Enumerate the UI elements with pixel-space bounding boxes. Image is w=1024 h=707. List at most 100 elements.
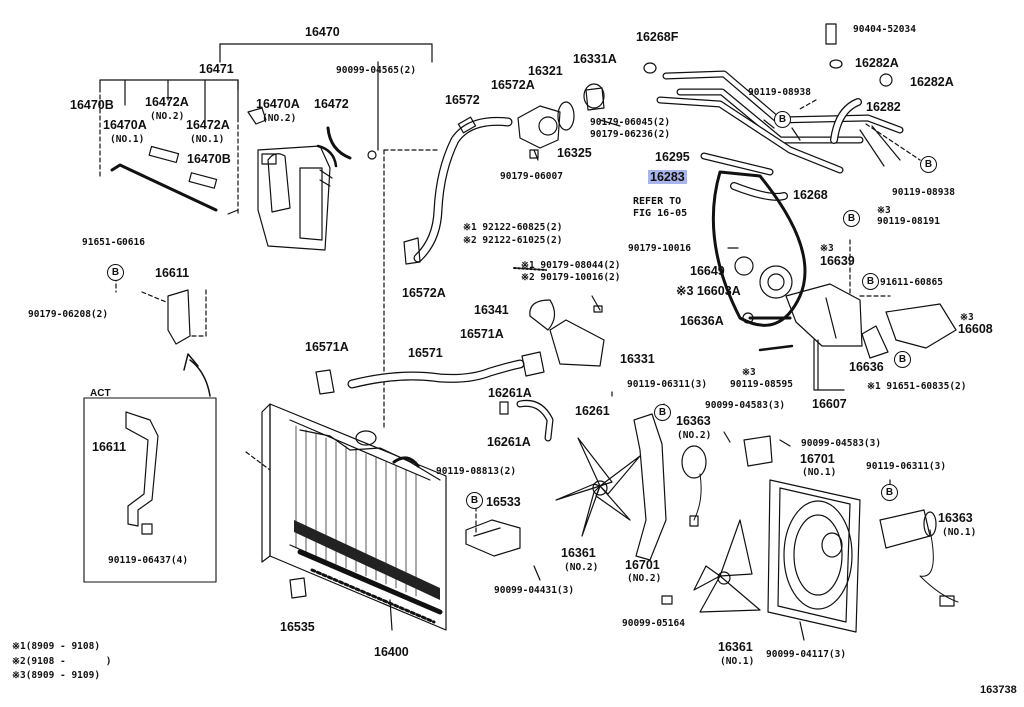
label-91651-G0616: 91651-G0616 [82,237,145,248]
label-16611-b: 16611 [92,440,127,454]
label-16470B-b: 16470B [187,152,231,166]
label-90099-04583-a: 90099-04583(3) [705,400,786,411]
label-16321: 16321 [528,64,563,78]
legend-text: (8909 - 9109) [25,670,101,681]
lower-hose-group [315,267,605,442]
label-90119-06311-b: 90119-06311(3) [866,461,947,472]
label-16639-mark: ※3 [820,243,834,254]
label-16603A: ※3 16603A [676,284,741,298]
label-16470A-b-sub: (NO.2) [262,113,297,124]
label-16701-b: 16701 [625,558,660,572]
act-box-label: ACT [90,388,111,399]
label-16571A-b: 16571A [460,327,504,341]
label-16363-a-sub: (NO.2) [677,430,712,441]
label-16470A-a-sub: (NO.1) [110,134,145,145]
ref-badge: B [881,484,898,501]
bracket-16533 [465,499,521,557]
refer-note-line2: FIG 16-05 [633,208,688,219]
label-90099-04431: 90099-04431(3) [494,585,575,596]
label-16470A-b: 16470A [256,97,300,111]
label-16533: 16533 [486,495,521,509]
label-90119-08813: 90119-08813(2) [436,466,517,477]
label-16472A-a: 16472A [145,95,189,109]
label-16535: 16535 [280,620,315,634]
label-90119-08191: 90119-08191 [877,216,940,227]
bracket-16611 [83,269,217,583]
label-16571A-a: 16571A [305,340,349,354]
thermostat-group [517,83,621,161]
label-16400: 16400 [374,645,409,659]
figure-number: 163738 [980,684,1017,696]
label-16472A-b: 16472A [186,118,230,132]
fan-no2-group [533,403,791,581]
ref-badge: B [107,264,124,281]
ref-badge: B [654,404,671,421]
label-16331A: 16331A [573,52,617,66]
ref-badge: B [843,210,860,227]
ref-badge: B [920,156,937,173]
label-16361-a: 16361 [561,546,596,560]
label-90119-08595: 90119-08595 [730,379,793,390]
label-16361-b-sub: (NO.1) [720,656,755,667]
label-16472A-a-sub: (NO.2) [150,111,185,122]
label-16636: 16636 [849,360,884,374]
legend-text: (8909 - 9108) [25,641,101,652]
label-16282: 16282 [866,100,901,114]
upper-hose-group [383,116,513,431]
label-16261A-b: 16261A [487,435,531,449]
legend-row-3: ※3(8909 - 9109) [12,669,111,684]
ref-badge: B [894,351,911,368]
label-16470: 16470 [305,25,340,39]
label-16268F: 16268F [636,30,679,44]
label-90119-08595-mark: ※3 [742,367,756,378]
label-90179-06208: 90179-06208(2) [28,309,109,320]
label-16363-b: 16363 [938,511,973,525]
label-16649: 16649 [690,264,725,278]
label-16331: 16331 [620,352,655,366]
label-91651-60835: ※1 91651-60835(2) [867,381,967,392]
label-16268: 16268 [793,188,828,202]
label-16363-a: 16363 [676,414,711,428]
label-16572A-b: 16572A [402,286,446,300]
ref-badge: B [466,492,483,509]
label-16341: 16341 [474,303,509,317]
label-90119-08938-a: 90119-08938 [748,87,811,98]
refer-note-line1: REFER TO [633,196,682,207]
label-16701-b-sub: (NO.2) [627,573,662,584]
label-16470A-a: 16470A [103,118,147,132]
label-16572: 16572 [445,93,480,107]
legend-mark: ※2 [12,655,26,667]
label-92122-61025: ※2 92122-61025(2) [463,235,563,246]
label-16470B-a: 16470B [70,98,114,112]
label-90179-10016-b: ※2 90179-10016(2) [521,272,621,283]
label-16636A: 16636A [680,314,724,328]
label-90119-06311-a: 90119-06311(3) [627,379,708,390]
label-16361-a-sub: (NO.2) [564,562,599,573]
label-16282A-b: 16282A [910,75,954,89]
legend-text: (9108 - ) [25,655,112,667]
label-16572A-a: 16572A [491,78,535,92]
radiator-group [245,403,447,631]
label-16283[interactable]: 16283 [648,170,687,184]
label-90119-08938-b: 90119-08938 [892,187,955,198]
label-90119-06437: 90119-06437(4) [108,555,189,566]
label-90179-06007: 90179-06007 [500,171,563,182]
legend-row-1: ※1(8909 - 9108) [12,640,111,655]
label-90099-05164: 90099-05164 [622,618,685,629]
label-90099-04565: 90099-04565(2) [336,65,417,76]
label-90099-04117: 90099-04117(3) [766,649,847,660]
label-16611-a: 16611 [155,266,190,280]
label-16607: 16607 [812,397,847,411]
label-90179-10016-a: 90179-10016 [628,243,691,254]
label-16472A-b-sub: (NO.1) [190,134,225,145]
label-90179-08044: ※1 90179-08044(2) [521,260,621,271]
label-91611-60865: 91611-60865 [880,277,943,288]
shroud-group [661,479,959,641]
label-16471: 16471 [199,62,234,76]
ref-badge: B [862,273,879,290]
belt-pulley-group [711,170,957,391]
label-16639: 16639 [820,254,855,268]
label-90179-06045: 90179-06045(2) [590,117,671,128]
label-16361-b: 16361 [718,640,753,654]
label-16608-mark: ※3 [960,312,974,323]
